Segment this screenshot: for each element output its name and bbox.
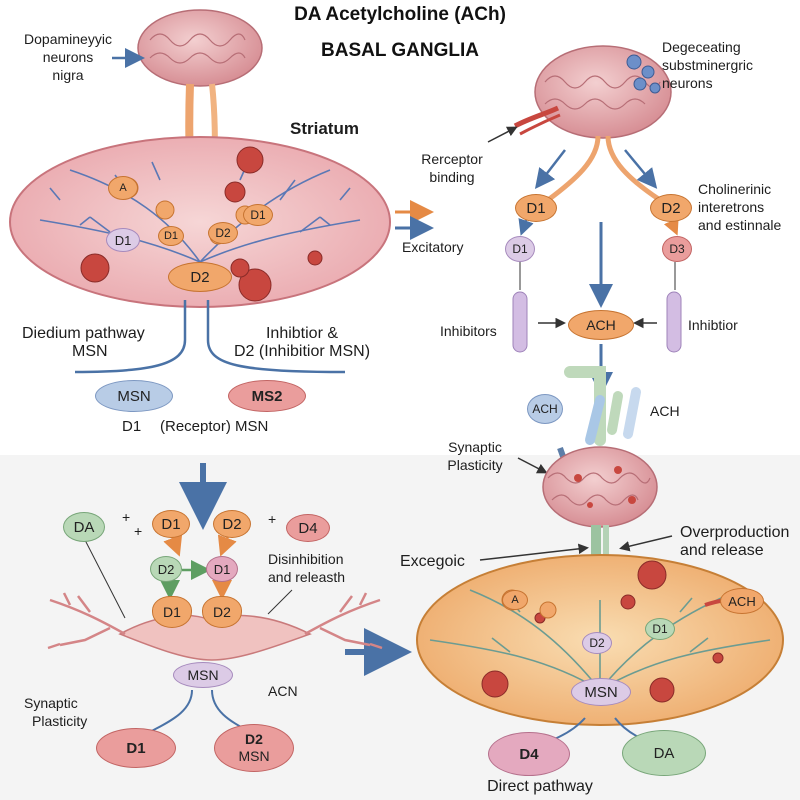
excitatory-label: Excitatory [402, 239, 464, 255]
brain-top-right [534, 45, 672, 139]
synaptic-plasticity-bottom-line-1: Synaptic [24, 695, 78, 711]
dopaminergic-label-line-2: neurons [42, 49, 94, 65]
bottom-right-node-d1: D1 [645, 618, 675, 640]
cholinergic-line-1: Cholinerinic [698, 181, 772, 197]
direct-pathway-line-1: Diedium pathway [22, 325, 145, 342]
inhibitor-cylinder-right [666, 291, 682, 353]
synaptic-plasticity-top: Synaptic Plasticity [430, 438, 520, 474]
indirect-pathway-line-1: Inhibtior & [265, 325, 339, 342]
msn-node-bottom-right: MSN [571, 678, 631, 706]
dopaminergic-label-line-1: Dopamineyyic [24, 31, 112, 47]
receptor-binding-line-1: Rerceptor [421, 151, 483, 167]
synaptic-plasticity-bottom: Synaptic Plasticity [24, 694, 87, 730]
disinhibition-line-2: and releasth [268, 569, 346, 585]
overproduction-line-2: and release [680, 542, 764, 559]
cholinergic-label: Cholinerinic interetrons and estinnale [698, 180, 781, 234]
inhibitors-label: Inhibitors [440, 323, 497, 339]
synaptic-plasticity-top-line-1: Synaptic [448, 439, 502, 455]
d2-output-text: D2 [245, 731, 263, 747]
disinhibition-label: Disinhibition and releasth [268, 550, 345, 586]
striatum-label: Striatum [290, 119, 359, 138]
ach-tubes [557, 366, 641, 464]
degenerating-label: Degeceating substminergric neurons [662, 38, 753, 92]
plus-sign-1: + [122, 509, 131, 525]
ach-node-center: ACH [568, 310, 634, 340]
indirect-pathway-line-2: D2 (Inhibitior MSN) [233, 343, 371, 360]
striatum-node-d1: D1 [106, 228, 140, 252]
title-line-1: DA Acetylcholine (ACh) [294, 4, 506, 25]
indirect-pathway-label: Inhibtior & D2 (Inhibitior MSN) [222, 325, 382, 361]
brain-top-left [137, 9, 263, 87]
d2-node-bottom-left: D2 [213, 510, 251, 538]
direct-pathway-footer: Direct pathway [487, 778, 593, 795]
da-node-bottom-left: DA [63, 512, 105, 542]
da-output-node: DA [622, 730, 706, 776]
brain-bottom-right [542, 446, 658, 528]
degenerating-line-1: Degeceating [662, 39, 741, 55]
msn-node-bottom-left: MSN [173, 662, 233, 688]
direct-pathway-line-2: MSN [72, 343, 108, 360]
plus-sign-3: + [268, 511, 277, 527]
pathway-line-left [74, 300, 187, 374]
center-d2-node: D2 [168, 262, 232, 292]
receptor-binding-line-2: binding [429, 169, 475, 185]
d1-node-bottom-left: D1 [152, 510, 190, 538]
striatum-node-d2: D2 [208, 222, 238, 244]
cholinergic-line-2: interetrons [698, 199, 765, 215]
degenerating-line-3: neurons [662, 75, 713, 91]
ach-bubble: ACH [527, 394, 563, 424]
striatum-node-d1-c: D1 [158, 226, 184, 246]
ach-label-right: ACH [650, 403, 680, 419]
d4-output-node: D4 [488, 732, 570, 776]
title-line-2: BASAL GANGLIA [321, 40, 479, 61]
direct-pathway-label: Diedium pathway MSN [22, 325, 145, 361]
d1-small-node: D1 [505, 236, 535, 262]
msn-output-text: MSN [238, 748, 270, 764]
disinhibition-line-1: Disinhibition [268, 551, 344, 567]
d2-msn-output-node: D2 MSN [214, 724, 294, 772]
pathway-line-right [206, 300, 346, 374]
degenerating-line-2: substminergric [662, 57, 754, 73]
synaptic-plasticity-top-line-2: Plasticity [447, 457, 503, 473]
ms2-node-right: MS2 [228, 380, 306, 412]
excegoic-label: Excegoic [400, 553, 465, 570]
bottom-right-node-d2: D2 [582, 632, 612, 654]
inhibitor-cylinder-left [512, 291, 528, 353]
msn-node-left: MSN [95, 380, 173, 412]
d1-small-node-bottom-left: D1 [206, 556, 238, 582]
red-cells-top-left [80, 146, 323, 302]
overproduction-line-1: Overproduction [680, 524, 790, 541]
d1-body-node: D1 [152, 596, 192, 628]
inhibtior-label: Inhibtior [688, 317, 738, 333]
d2-small-node-bottom-left: D2 [150, 556, 182, 582]
acn-label: ACN [268, 683, 298, 699]
bottom-right-node-a: A [502, 590, 528, 610]
d1-bottom-label: D1 [122, 418, 142, 435]
cholinergic-line-3: and estinnale [698, 217, 782, 233]
receptor-binding-label: Rerceptor binding [412, 150, 492, 186]
overproduction-label: Overproduction and release [680, 524, 789, 560]
d1-output-node: D1 [96, 728, 176, 768]
dopaminergic-label-line-3: nigra [52, 67, 84, 83]
red-cells-bottom-right [481, 560, 724, 703]
d2-node-top-right: D2 [650, 194, 692, 222]
d1-node-top-right: D1 [515, 194, 557, 222]
synaptic-plasticity-bottom-line-2: Plasticity [32, 713, 88, 729]
striatum-node-d1-b: D1 [243, 204, 273, 226]
bottom-right-node-ach: ACH [720, 588, 764, 614]
receptor-msn-label: (Receptor) MSN [160, 418, 269, 435]
dopaminergic-label: Dopamineyyic neurons nigra [18, 30, 118, 84]
plus-sign-2: + [134, 523, 143, 539]
d4-node-bottom-left: D4 [286, 514, 330, 542]
d2-body-node: D2 [202, 596, 242, 628]
d3-small-node: D3 [662, 236, 692, 262]
striatum-node-a: A [108, 176, 138, 200]
